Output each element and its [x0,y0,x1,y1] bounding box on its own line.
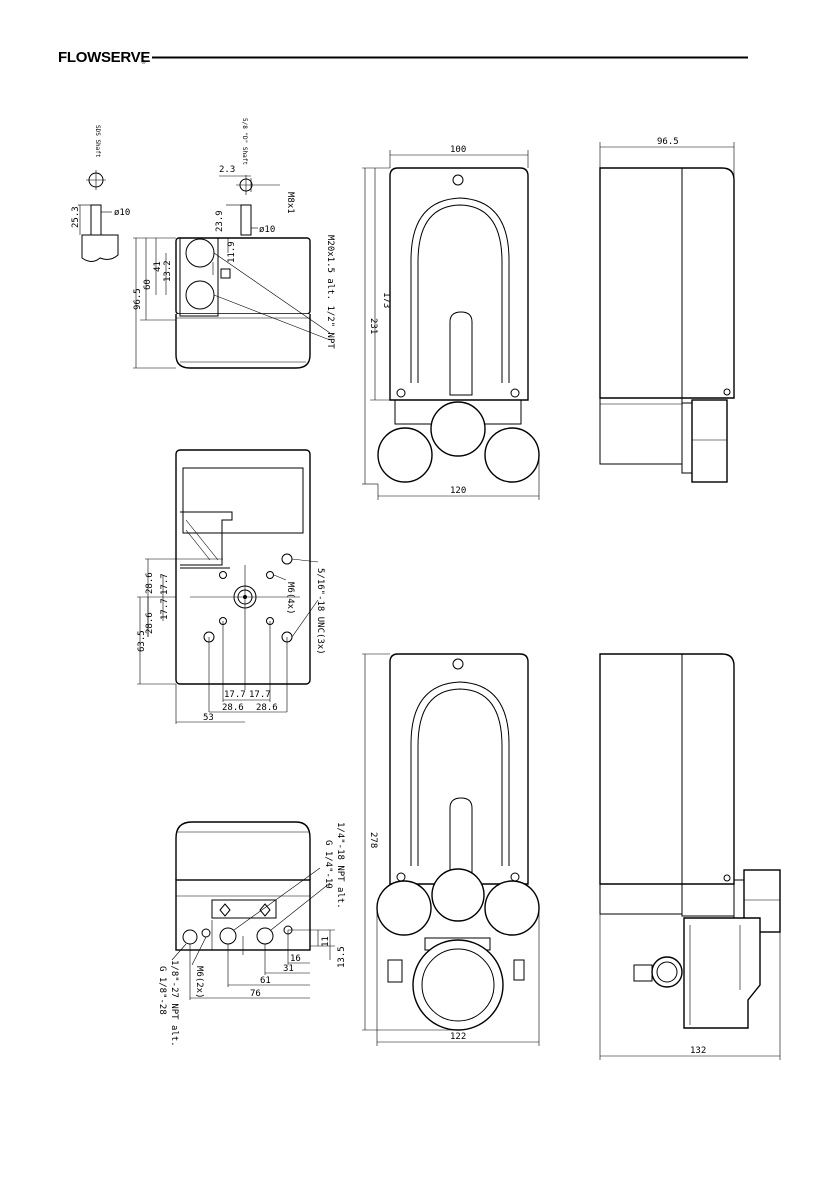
gauge-left [378,428,432,482]
side-housing-2 [600,654,734,884]
svg-text:53: 53 [203,713,214,723]
flowserve-logo: FLOWSERVE [58,49,150,66]
svg-text:173: 173 [381,292,391,308]
front-view-2: 278 122 [362,654,539,1046]
svg-text:11.9: 11.9 [227,241,237,263]
bottom-view: 1/4"-18 NPT alt. G 1/4"-19 M6(2x) 1/8"-2… [157,822,347,1047]
svg-text:28.6: 28.6 [256,703,278,713]
svg-text:278: 278 [368,832,378,848]
svg-text:31: 31 [283,964,294,974]
d-shaft-label: 5/8 "D" Shaft [241,118,248,165]
svg-text:1/8"-27 NPT alt.: 1/8"-27 NPT alt. [169,960,179,1047]
svg-text:100: 100 [450,145,466,155]
svg-text:17.7: 17.7 [160,598,170,620]
svg-text:63.5: 63.5 [137,630,147,652]
header: FLOWSERVE ® [58,49,748,66]
svg-text:G 1/4"-19: G 1/4"-19 [323,840,333,889]
front-view: 100 173 231 120 [362,145,539,500]
svg-text:ø10: ø10 [114,208,130,218]
svg-text:11: 11 [321,936,331,947]
sds-shaft-label: SDS Shaft [94,125,101,158]
housing-back-view [176,450,310,684]
top-view: SDS Shaft 5/8 "D" Shaft 25.3 ø10 2.3 M8x… [71,118,335,368]
side-view: 96.5 [600,137,734,482]
svg-text:132: 132 [690,1046,706,1056]
gauge-right [485,428,539,482]
svg-text:28.6: 28.6 [145,572,155,594]
svg-text:17.7: 17.7 [160,573,170,595]
remote-bracket [684,918,760,1028]
svg-text:16: 16 [290,954,301,964]
m6-thread-label: M6(4x) [285,582,295,615]
side-view-2: 132 [600,654,780,1060]
svg-text:96.5: 96.5 [133,288,143,310]
remote-housing [413,940,503,1030]
svg-text:28.6: 28.6 [222,703,244,713]
housing-top-view [176,238,310,314]
svg-text:122: 122 [450,1032,466,1042]
svg-text:ø10: ø10 [259,225,275,235]
svg-text:2.3: 2.3 [219,165,235,175]
svg-text:41: 41 [153,261,163,272]
logo-registered-mark: ® [141,59,146,66]
svg-text:13.5: 13.5 [337,946,347,968]
housing-bottom-view [176,822,310,880]
sds-shaft [91,205,101,235]
svg-text:17.7: 17.7 [224,690,246,700]
side-gauge [692,400,727,482]
back-view: 5/16"-18 UNC(3x) M6(4x) 28.6 17.7 17.7 2… [137,450,325,724]
svg-text:61: 61 [260,976,271,986]
svg-text:1/4"-18 NPT alt.: 1/4"-18 NPT alt. [335,822,345,909]
side-housing [600,168,734,398]
svg-text:17.7: 17.7 [249,690,271,700]
svg-text:M6(2x): M6(2x) [194,966,204,999]
svg-text:13.2: 13.2 [163,260,173,282]
svg-text:96.5: 96.5 [657,137,679,147]
unc-thread-label: 5/16"-18 UNC(3x) [315,568,325,655]
svg-text:60: 60 [143,279,153,290]
svg-text:120: 120 [450,486,466,496]
svg-text:25.3: 25.3 [71,206,81,228]
svg-text:76: 76 [250,989,261,999]
svg-text:231: 231 [368,318,378,334]
svg-text:G 1/8"-28: G 1/8"-28 [157,966,167,1015]
svg-text:23.9: 23.9 [215,210,225,232]
gauge-center [431,402,485,456]
d-shaft [241,205,251,235]
svg-text:M8x1: M8x1 [285,192,295,214]
conduit-thread-label: M20x1.5 alt. 1/2" NPT [325,235,335,349]
